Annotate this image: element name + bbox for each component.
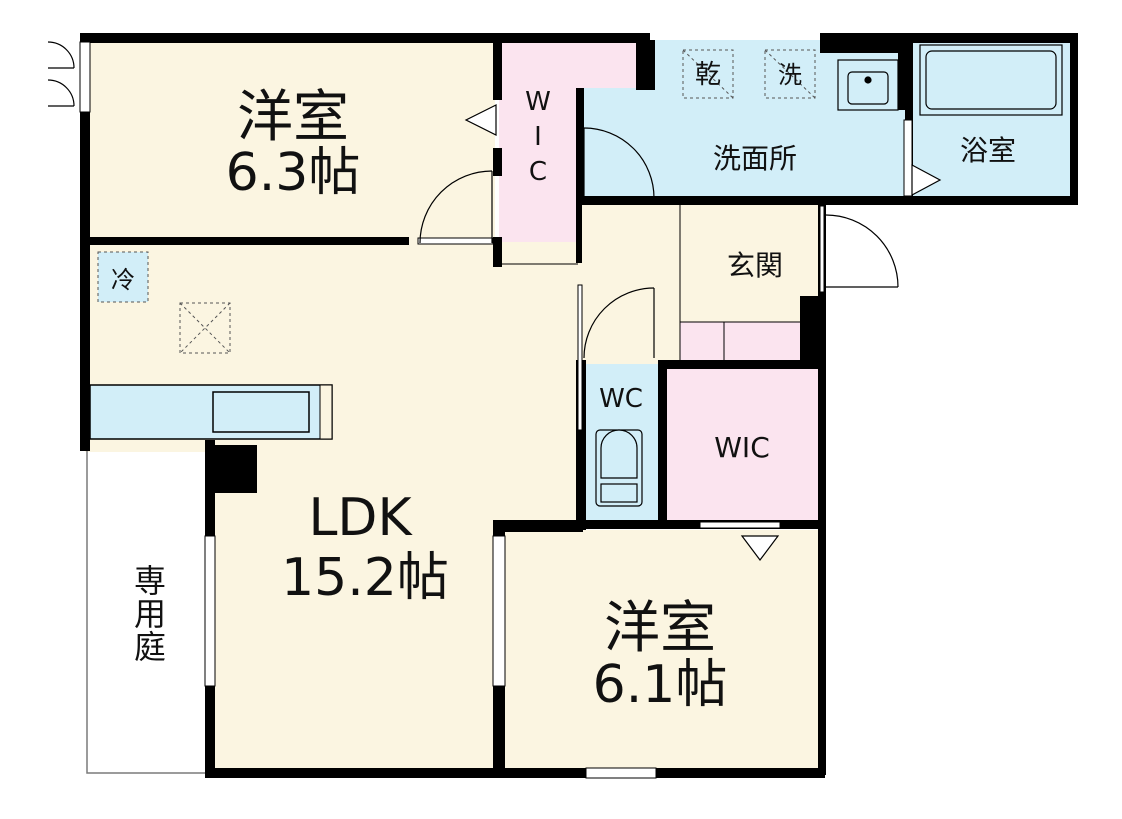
wic-north-label: W I C xyxy=(525,87,551,187)
ldk-floor-mid xyxy=(490,440,580,528)
windows xyxy=(79,41,913,779)
ceiling-hatch xyxy=(179,302,231,354)
door-swings xyxy=(47,41,942,561)
bath-label: 浴室 xyxy=(960,134,1016,167)
western-room-north-floor xyxy=(85,40,495,242)
western-room-north-label: 洋室 6.3帖 xyxy=(226,85,361,203)
dryer-label: 乾 xyxy=(695,60,721,90)
washer-label: 洗 xyxy=(778,61,802,89)
wic-letter-2: I xyxy=(534,122,542,152)
yard-char-3: 庭 xyxy=(134,628,166,666)
wic-letter-3: C xyxy=(529,157,547,187)
vanity-sink xyxy=(837,59,899,111)
wc-label: WC xyxy=(599,384,643,414)
walls xyxy=(80,33,1078,778)
wic-letter-1: W xyxy=(525,87,551,117)
room-name: LDK xyxy=(308,488,413,548)
room-size: 6.1帖 xyxy=(593,655,728,715)
yard-char-1: 専 xyxy=(134,562,166,600)
kitchen-counter xyxy=(89,384,333,440)
entrance-tile-floor xyxy=(679,321,807,363)
wic-south-floor xyxy=(666,364,824,526)
ldk-floor-bottom xyxy=(210,440,500,773)
private-yard-label: 専 用 庭 xyxy=(134,562,166,666)
western-room-south-label: 洋室 6.1帖 xyxy=(593,596,728,715)
bathtub xyxy=(919,44,1063,116)
washer-space xyxy=(764,49,816,99)
room-name: 洋室 xyxy=(237,85,349,150)
dryer-space xyxy=(682,49,734,99)
toilet xyxy=(595,429,643,507)
room-name: 洋室 xyxy=(604,596,716,661)
washroom-label: 洗面所 xyxy=(713,142,797,175)
private-yard-outline xyxy=(86,450,210,774)
ldk-label: LDK 15.2帖 xyxy=(281,488,449,608)
room-size: 6.3帖 xyxy=(226,143,361,203)
yard-char-2: 用 xyxy=(134,595,166,633)
entrance-label: 玄関 xyxy=(727,249,783,282)
wic-south-label: WIC xyxy=(714,431,770,464)
room-size: 15.2帖 xyxy=(281,548,449,608)
western-room-south-floor xyxy=(499,530,824,773)
fridge-space xyxy=(97,251,149,303)
fridge-label: 冷 xyxy=(111,266,135,294)
